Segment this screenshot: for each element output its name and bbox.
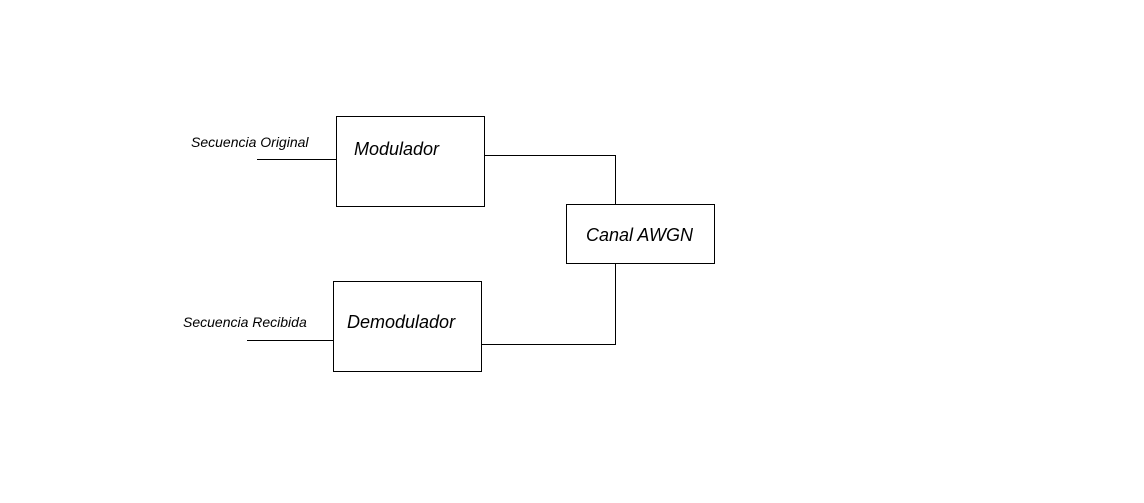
demodulator-label: Demodulador [347, 312, 456, 332]
channel-to-demodulator-line [481, 344, 616, 345]
received-sequence-label: Secuencia Recibida [183, 314, 307, 330]
received-sequence-line [247, 340, 334, 341]
channel-block [566, 204, 715, 264]
modulator-block [336, 116, 485, 207]
demodulator-block [333, 281, 482, 372]
channel-to-demodulator-drop [615, 263, 616, 344]
original-sequence-line [257, 159, 337, 160]
modulator-to-channel-line [484, 155, 616, 156]
channel-label: Canal AWGN [586, 225, 694, 245]
modulator-to-channel-drop [615, 155, 616, 205]
original-sequence-label: Secuencia Original [191, 134, 309, 150]
modulator-label: Modulador [354, 139, 440, 159]
